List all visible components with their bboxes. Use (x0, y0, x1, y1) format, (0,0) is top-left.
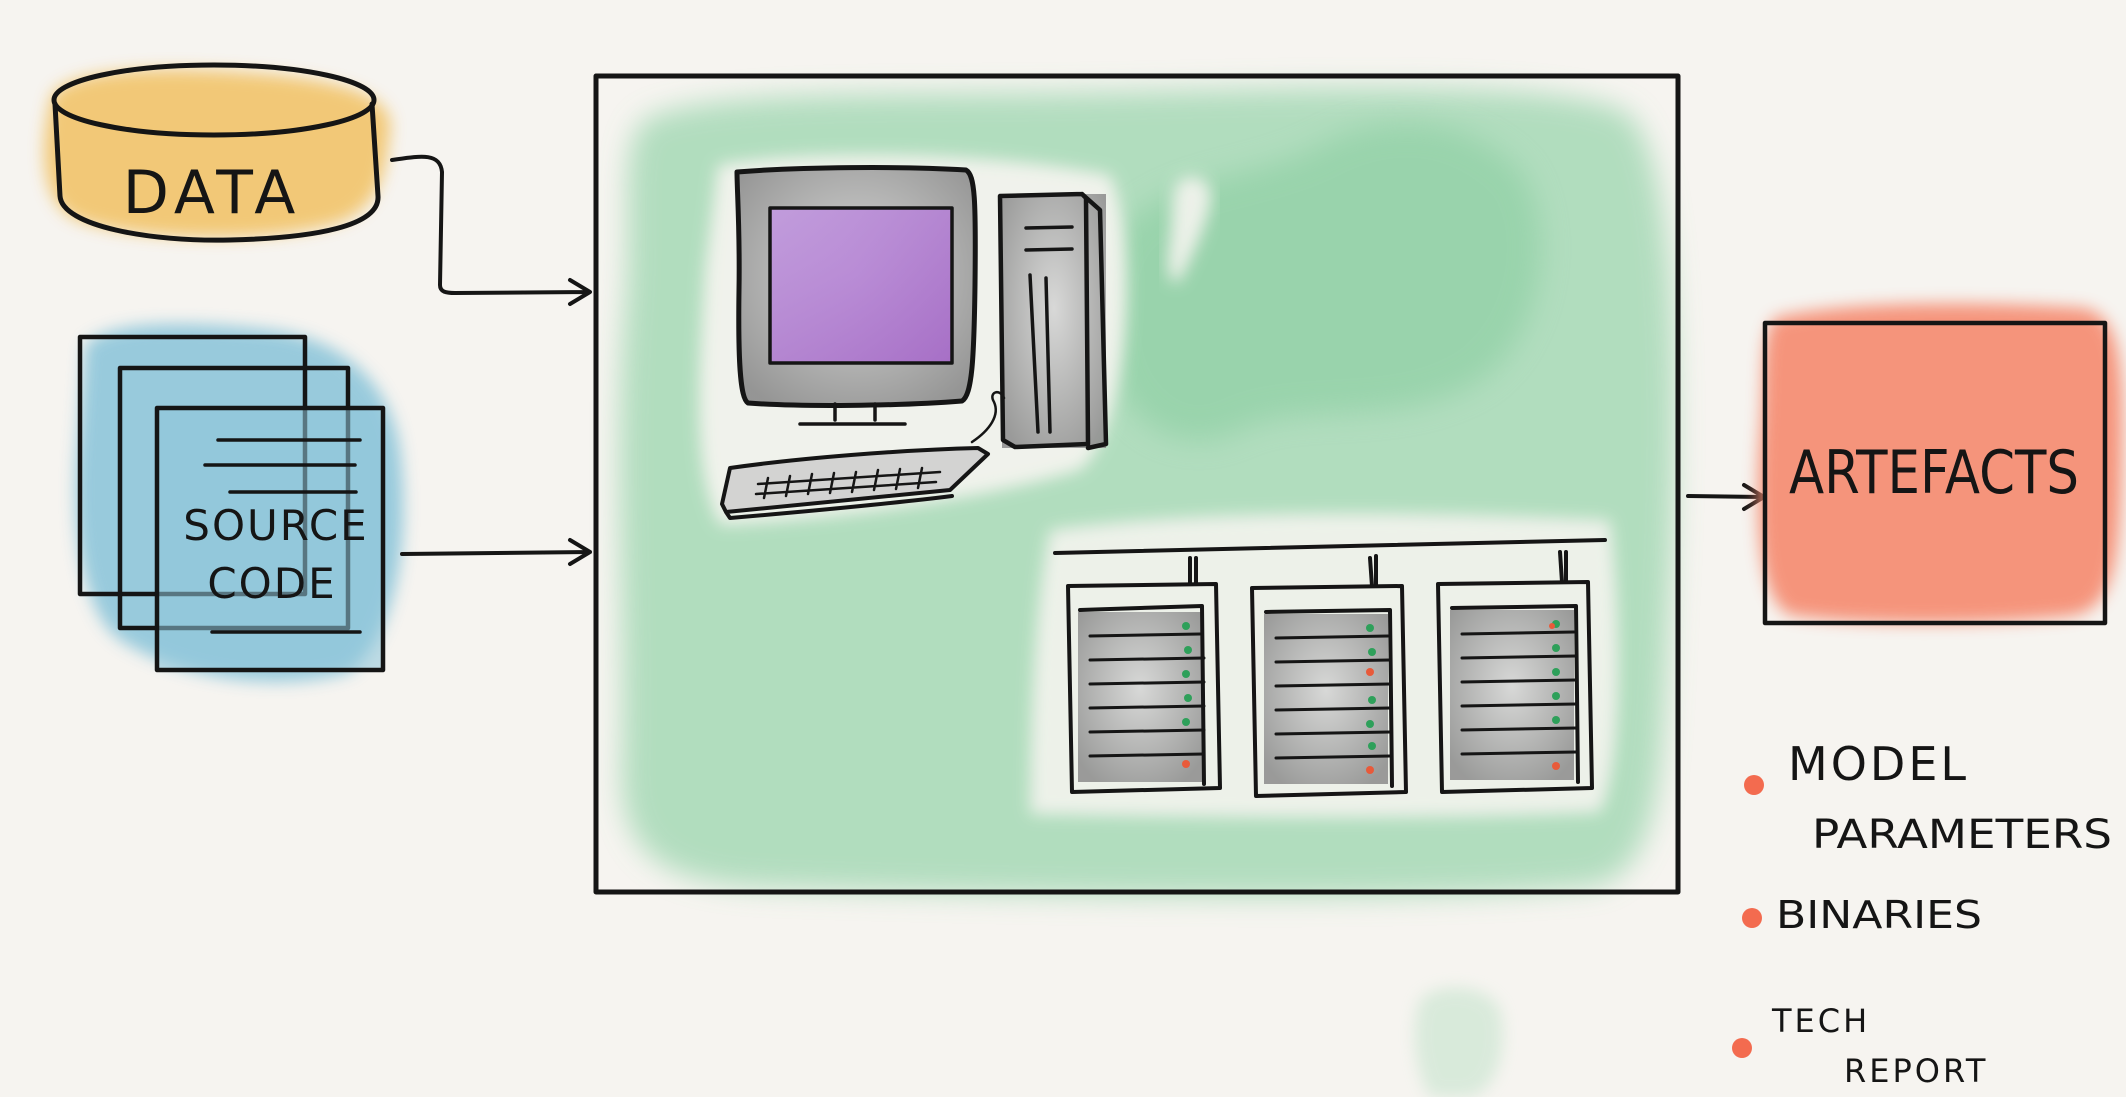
source-to-compute-arrow (400, 538, 592, 566)
keyboard-keys (754, 466, 942, 500)
server-unit-2 (1250, 584, 1408, 798)
tower-outline (997, 191, 1109, 451)
keyboard-outline (720, 446, 990, 520)
artefact-item-line1: BINARIES (1776, 893, 1982, 937)
artefact-item-binaries: BINARIES (1742, 893, 1982, 937)
data-to-compute-arrow (390, 154, 592, 306)
server-unit-3 (1436, 580, 1594, 794)
bullet-dot (1732, 1038, 1752, 1058)
data-source-node: DATA (44, 62, 391, 243)
server-unit-1 (1066, 582, 1222, 794)
artefact-item-line2: PARAMETERS (1812, 812, 2112, 858)
data-cylinder-body (52, 101, 381, 243)
source-code-page-front-outline (154, 405, 386, 673)
keyboard-cable (970, 390, 1006, 444)
artefacts-node: ARTEFACTS (1758, 303, 2123, 626)
compute-box-outline (593, 73, 1681, 895)
stray-watercolor-smudge (1414, 987, 1503, 1097)
server-rack-icon (1030, 513, 1619, 818)
artefact-list: MODEL PARAMETERS BINARIES TECH REPORT (1732, 737, 2112, 1090)
artefact-item-line1: TECH (1771, 1002, 1870, 1040)
source-label-line2: CODE (207, 559, 336, 608)
data-label: DATA (123, 158, 302, 228)
tower-case (1002, 194, 1106, 448)
artefact-item-tech-report: TECH REPORT (1732, 1002, 1988, 1090)
compute-watercolor-highlight (1104, 123, 1541, 441)
compute-watercolor-clearing (1168, 176, 1211, 283)
bullet-dot (1742, 908, 1762, 928)
workstation-computer-icon (699, 154, 1127, 525)
monitor-outline (734, 165, 978, 408)
artefact-item-model-parameters: MODEL PARAMETERS (1744, 737, 2112, 858)
data-watercolor (44, 69, 391, 238)
bullet-dot (1744, 775, 1764, 795)
monitor-screen-outline (768, 206, 954, 365)
artefact-item-line1: MODEL (1788, 737, 1969, 791)
artefacts-watercolor (1758, 303, 2123, 623)
monitor-screen (770, 208, 952, 363)
artefacts-box-outline (1762, 320, 2108, 626)
source-label-line1: SOURCE (183, 501, 368, 550)
artefacts-label: ARTEFACTS (1789, 438, 2079, 508)
compute-to-artefacts-arrow (1686, 483, 1766, 511)
monitor-stand (798, 402, 907, 426)
source-code-page-front (157, 408, 383, 670)
rack-rail (1053, 538, 1607, 588)
source-code-text-lines (203, 438, 362, 634)
data-cylinder-top (51, 62, 377, 138)
tower-drive-bays (1024, 225, 1074, 434)
artefact-item-line2: REPORT (1844, 1052, 1988, 1090)
source-code-node: SOURCE CODE (75, 324, 404, 682)
